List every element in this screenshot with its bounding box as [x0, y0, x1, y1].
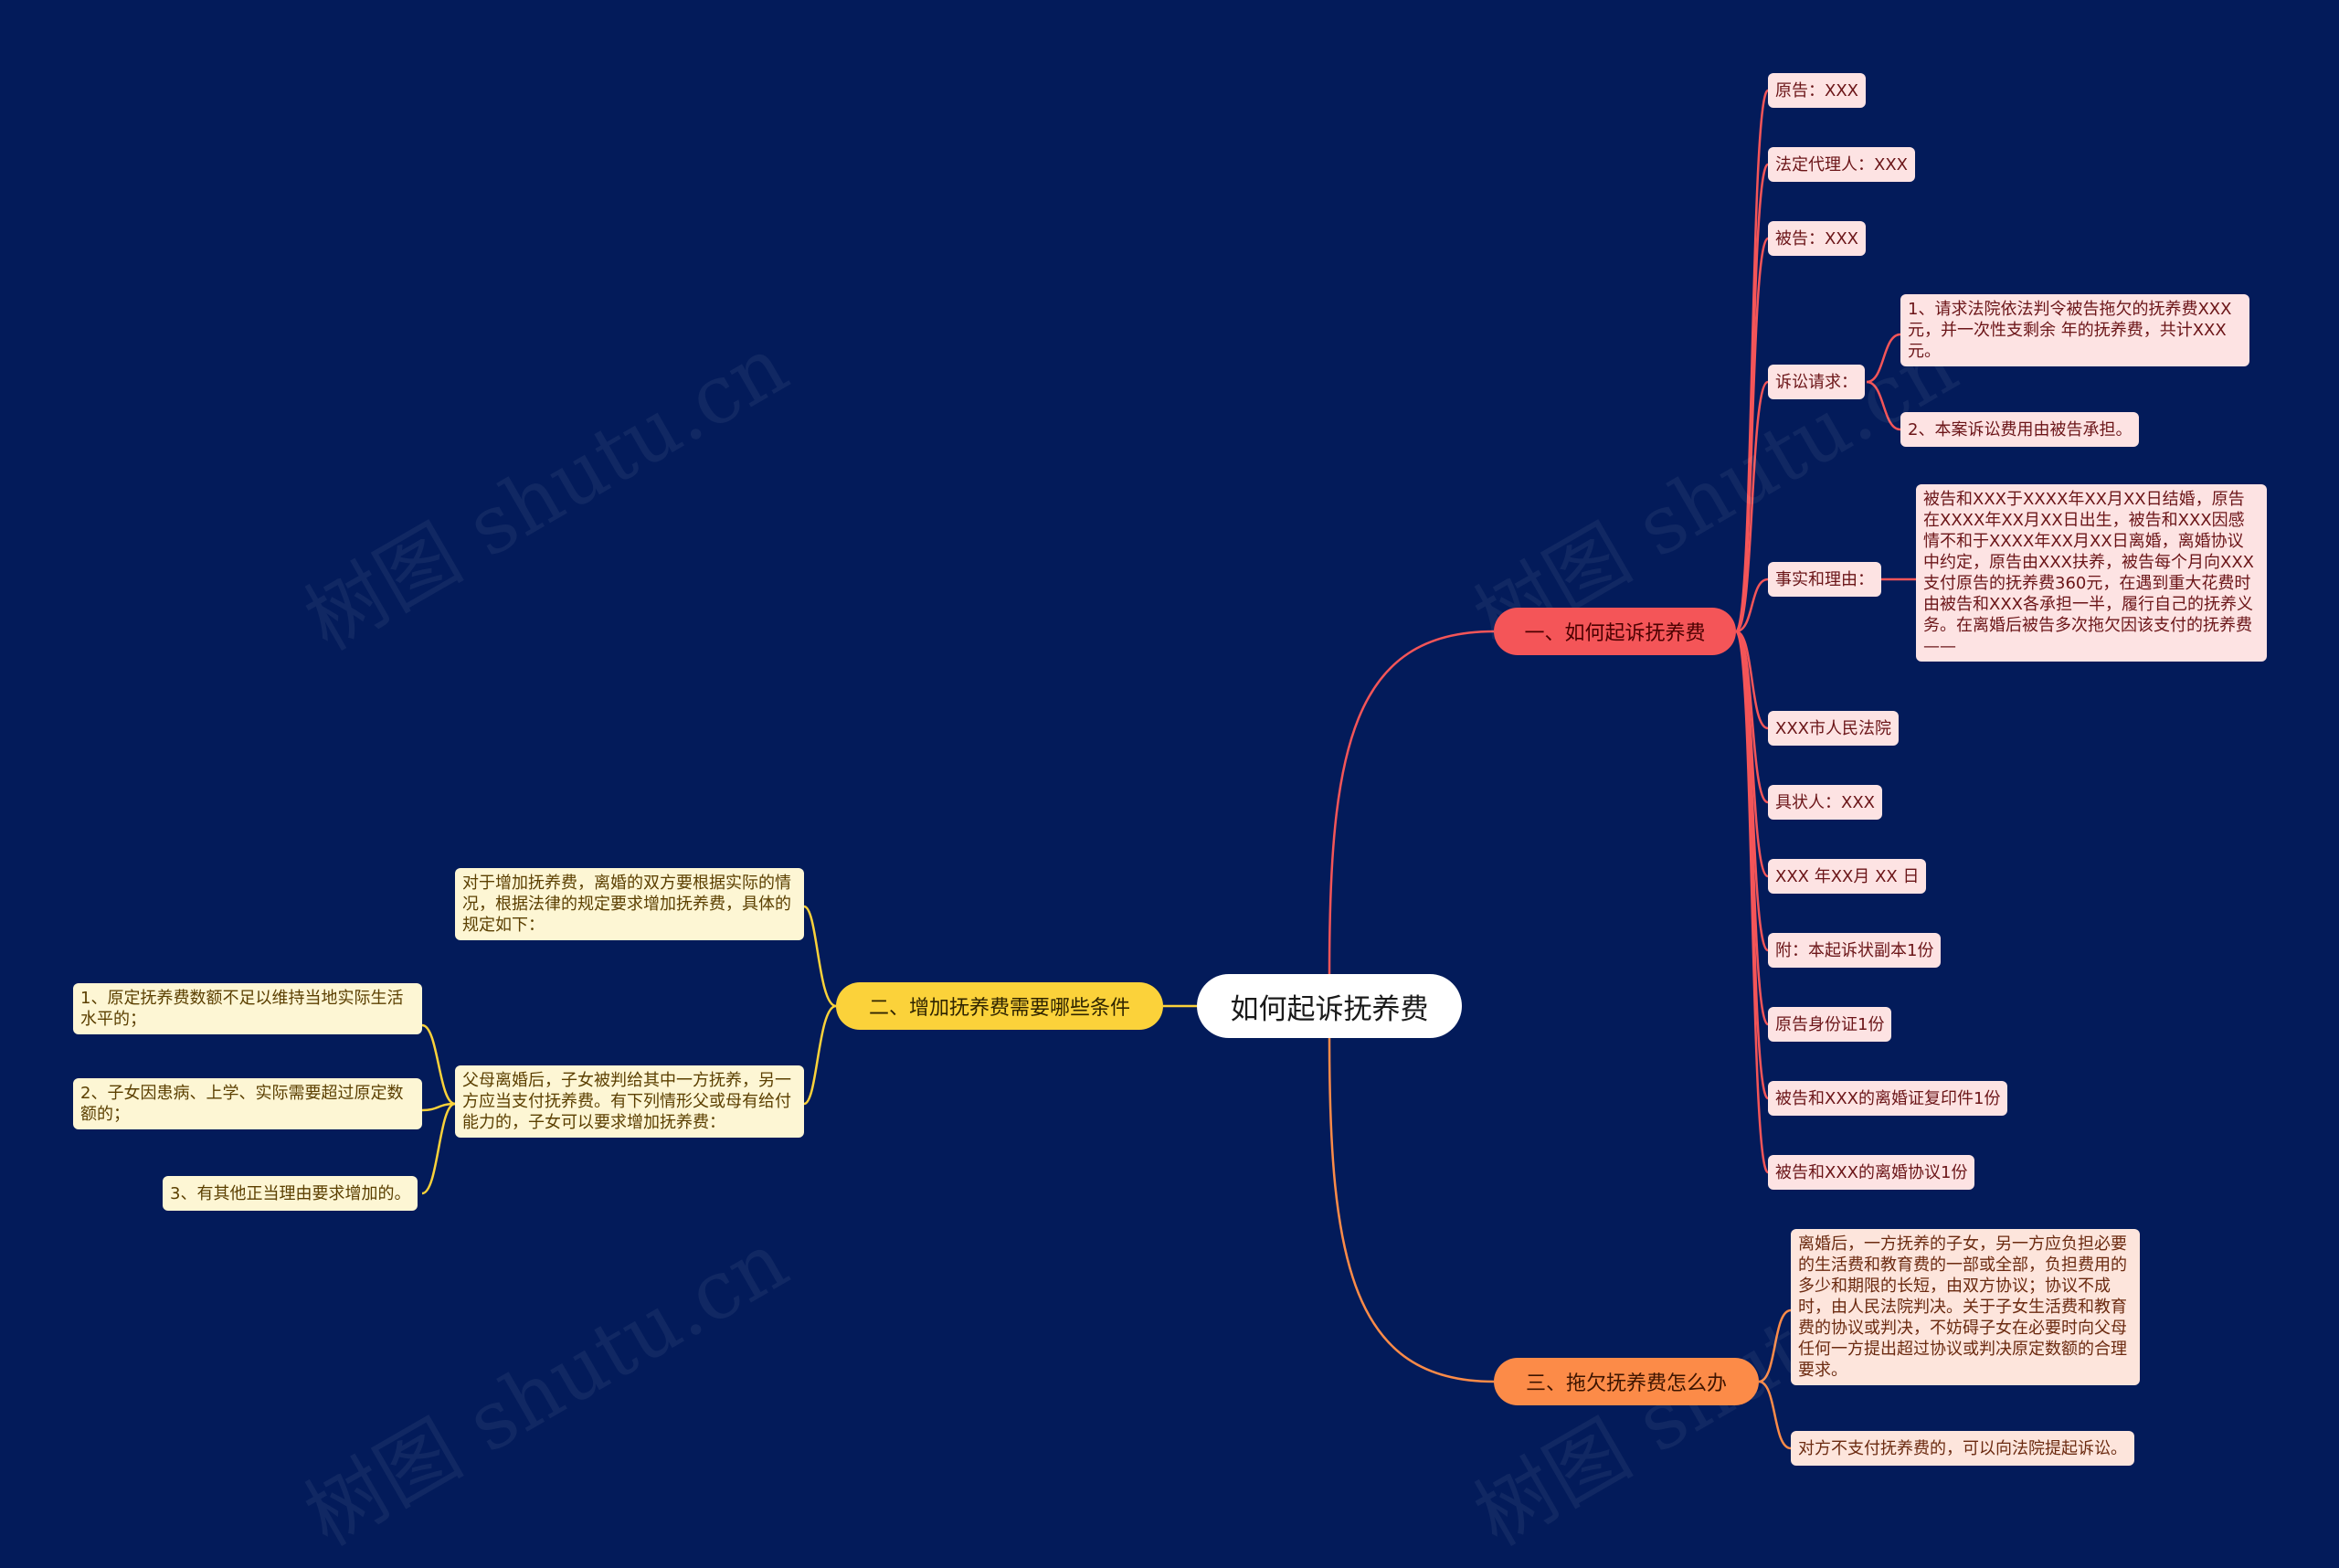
leaf-attachment-divorce-agreement[interactable]: 被告和XXX的离婚协议1份 — [1768, 1155, 1975, 1190]
leaf-attachment-id[interactable]: 原告身份证1份 — [1768, 1007, 1892, 1042]
leaf-date[interactable]: XXX 年XX月 XX 日 — [1768, 859, 1927, 894]
leaf-attachment-copy[interactable]: 附：本起诉状副本1份 — [1768, 933, 1942, 968]
branch-how-to-sue[interactable]: 一、如何起诉抚养费 — [1494, 608, 1736, 655]
leaf-agent[interactable]: 法定代理人：XXX — [1768, 147, 1915, 182]
leaf-claims[interactable]: 诉讼请求： — [1768, 365, 1865, 399]
branch-increase-conditions[interactable]: 二、增加抚养费需要哪些条件 — [836, 982, 1163, 1030]
leaf-attachment-divorce-cert[interactable]: 被告和XXX的离婚证复印件1份 — [1768, 1081, 2008, 1116]
leaf-condition-3[interactable]: 3、有其他正当理由要求增加的。 — [163, 1176, 418, 1211]
leaf-facts[interactable]: 事实和理由： — [1768, 562, 1881, 597]
leaf-increase-condition[interactable]: 父母离婚后，子女被判给其中一方抚养，另一方应当支付抚养费。有下列情形父或母有给付… — [455, 1065, 804, 1138]
leaf-increase-intro[interactable]: 对于增加抚养费，离婚的双方要根据实际的情况，根据法律的规定要求增加抚养费，具体的… — [455, 868, 804, 940]
leaf-arrears-rule[interactable]: 离婚后，一方抚养的子女，另一方应负担必要的生活费和教育费的一部或全部，负担费用的… — [1791, 1229, 2140, 1385]
leaf-defendant[interactable]: 被告：XXX — [1768, 221, 1866, 256]
leaf-claim-2[interactable]: 2、本案诉讼费用由被告承担。 — [1900, 412, 2140, 447]
leaf-facts-text[interactable]: 被告和XXX于XXXX年XX月XX日结婚，原告在XXXX年XX月XX日出生，被告… — [1916, 484, 2267, 662]
leaf-court[interactable]: XXX市人民法院 — [1768, 711, 1899, 746]
branch-arrears[interactable]: 三、拖欠抚养费怎么办 — [1494, 1358, 1759, 1405]
root-topic[interactable]: 如何起诉抚养费 — [1197, 974, 1462, 1038]
leaf-arrears-sue[interactable]: 对方不支付抚养费的，可以向法院提起诉讼。 — [1791, 1431, 2134, 1466]
leaf-claim-1[interactable]: 1、请求法院依法判令被告拖欠的抚养费XXX元，并一次性支剩余 年的抚养费，共计X… — [1900, 294, 2249, 366]
leaf-applicant[interactable]: 具状人：XXX — [1768, 785, 1882, 820]
leaf-condition-1[interactable]: 1、原定抚养费数额不足以维持当地实际生活水平的； — [73, 983, 422, 1034]
leaf-plaintiff[interactable]: 原告：XXX — [1768, 73, 1866, 108]
leaf-condition-2[interactable]: 2、子女因患病、上学、实际需要超过原定数额的； — [73, 1078, 422, 1129]
